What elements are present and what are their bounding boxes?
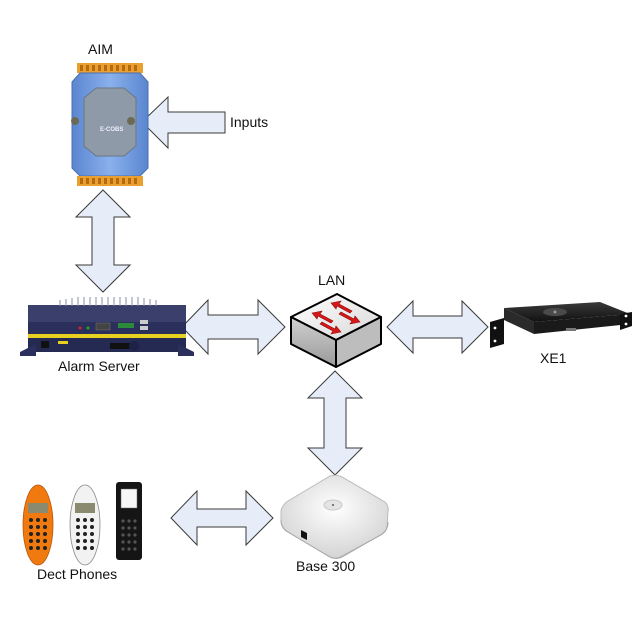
xe1-device-image: [490, 302, 632, 348]
aim-device-image: E-COBS: [71, 63, 149, 186]
base300-label: Base 300: [296, 558, 356, 574]
lan-base-arrow: [306, 370, 364, 476]
dect-phone-orange-image: [22, 484, 54, 566]
inputs-label: Inputs: [230, 114, 269, 130]
lan-switch-image: [290, 293, 382, 368]
aim-server-arrow: [74, 189, 132, 293]
server-lan-arrow: [181, 298, 286, 356]
xe1-label: XE1: [540, 350, 567, 366]
dect-phone-white-image: [69, 484, 101, 566]
alarm-server-image: [20, 297, 194, 356]
base300-device-image: [280, 474, 389, 559]
dect-phones-label: Dect Phones: [37, 566, 118, 582]
aim-label: AIM: [88, 41, 113, 57]
lan-xe1-arrow: [386, 299, 489, 355]
svg-text:E-COBS: E-COBS: [100, 127, 123, 133]
lan-label: LAN: [318, 272, 346, 288]
alarm-server-label: Alarm Server: [58, 358, 140, 374]
dect-phone-black-image: [116, 482, 142, 560]
inputs-to-aim-arrow: [141, 95, 226, 150]
phones-base-arrow: [170, 489, 274, 547]
